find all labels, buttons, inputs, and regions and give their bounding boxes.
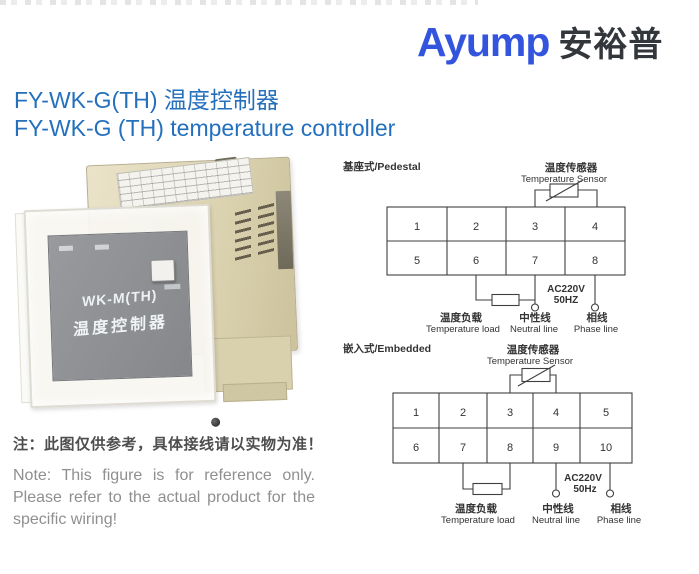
note-en-line1: Note: This figure is for reference only. [13,467,315,484]
device-rail-mount [222,381,288,403]
neutral-label-en: Neutral line [532,515,580,526]
device-clear-cover: WK-M(TH) 温度控制器 [23,203,221,427]
phase-label-en: Phase line [597,515,641,526]
terminal-2: 2 [460,407,466,419]
terminal-3: 3 [507,407,513,419]
pedestal-sensor-label-zh: 温度传感器 [545,161,598,174]
terminal-10: 10 [600,442,612,454]
note-en: Note: This figure is for reference only.… [13,465,315,531]
neutral-label-zh: 中性线 [519,311,551,324]
neutral-terminal-circle [551,489,561,498]
terminal-4: 4 [592,221,598,233]
note-zh: 注：此图仅供参考，具体接线请以实物为准！ [13,436,324,453]
thermistor-diagonal [545,179,584,202]
terminal-7: 7 [460,442,466,454]
reference-note: 注：此图仅供参考，具体接线请以实物为准！ Note: This figure i… [13,433,324,531]
load-symbol [472,482,503,496]
brand-logo-cjk: 安裕普 [558,26,664,64]
sensor-wires [534,189,598,207]
terminal-2: 2 [473,221,479,233]
product-photo: WK-M(TH) 温度控制器 [14,156,330,427]
page-title: FY-WK-G(TH) 温度控制器 FY-WK-G (TH) temperatu… [14,86,395,142]
phase-label-zh: 相线 [587,311,608,324]
note-en-line2: Please refer to the actual product for t… [13,489,315,506]
brand-logo: Ayump 安裕普 [417,22,663,63]
sensor-wires [509,374,557,393]
brand-logo-latin: Ayump [417,19,550,65]
pedestal-section-label: 基座式/Pedestal [342,160,421,173]
cover-screw [210,417,221,427]
terminal-grid [387,207,625,275]
page-title-en: FY-WK-G (TH) temperature controller [14,115,396,141]
embedded-sensor-label-en: Temperature Sensor [487,356,573,367]
load-symbol [491,293,520,307]
load-label-zh: 温度负载 [440,311,482,324]
terminal-5: 5 [603,407,609,419]
panel-set-button [150,259,176,282]
terminal-1: 1 [413,407,419,419]
phase-label-en: Phase line [574,324,618,335]
phase-terminal-circle [590,303,600,312]
clipped-text-strip [0,0,478,5]
device-front-panel: WK-M(TH) 温度控制器 [47,230,193,382]
power-label-1: AC220V [547,284,585,295]
terminal-8: 8 [592,255,598,267]
terminal-9: 9 [553,442,559,454]
phase-terminal-circle [605,489,615,498]
panel-title-text: 温度控制器 [73,313,169,340]
load-label-zh: 温度负载 [455,502,497,515]
neutral-terminal-circle [530,303,540,312]
power-label-2: 50HZ [554,295,578,306]
terminal-3: 3 [532,221,538,233]
terminal-8: 8 [507,442,513,454]
pedestal-sensor-label-en: Temperature Sensor [521,174,607,185]
neutral-label-en: Neutral line [510,324,558,335]
terminal-6: 6 [473,255,479,267]
terminal-4: 4 [553,407,559,419]
phase-label-zh: 相线 [611,502,632,515]
terminal-5: 5 [414,255,420,267]
wiring-diagram-embedded: 嵌入式/Embedded 温度传感器 Temperature Sensor 1 … [343,342,641,526]
panel-indicator-marks [58,244,129,252]
device-connector [275,190,294,270]
neutral-label-zh: 中性线 [542,502,574,515]
wiring-diagram-pedestal: 基座式/Pedestal 温度传感器 Temperature Sensor 1 … [342,160,626,335]
load-label-en: Temperature load [426,324,500,335]
page-title-zh: FY-WK-G(TH) 温度控制器 [14,87,279,113]
power-label-2: 50Hz [573,484,596,495]
thermistor-diagonal [517,364,556,387]
terminal-1: 1 [414,221,420,233]
power-label-1: AC220V [564,473,602,484]
embedded-section-label: 嵌入式/Embedded [343,342,431,355]
load-label-en: Temperature load [441,515,515,526]
terminal-7: 7 [532,255,538,267]
embedded-sensor-label-zh: 温度传感器 [507,343,560,356]
terminal-grid [393,393,632,463]
terminal-6: 6 [413,442,419,454]
note-en-line3: specific wiring! [13,511,118,528]
